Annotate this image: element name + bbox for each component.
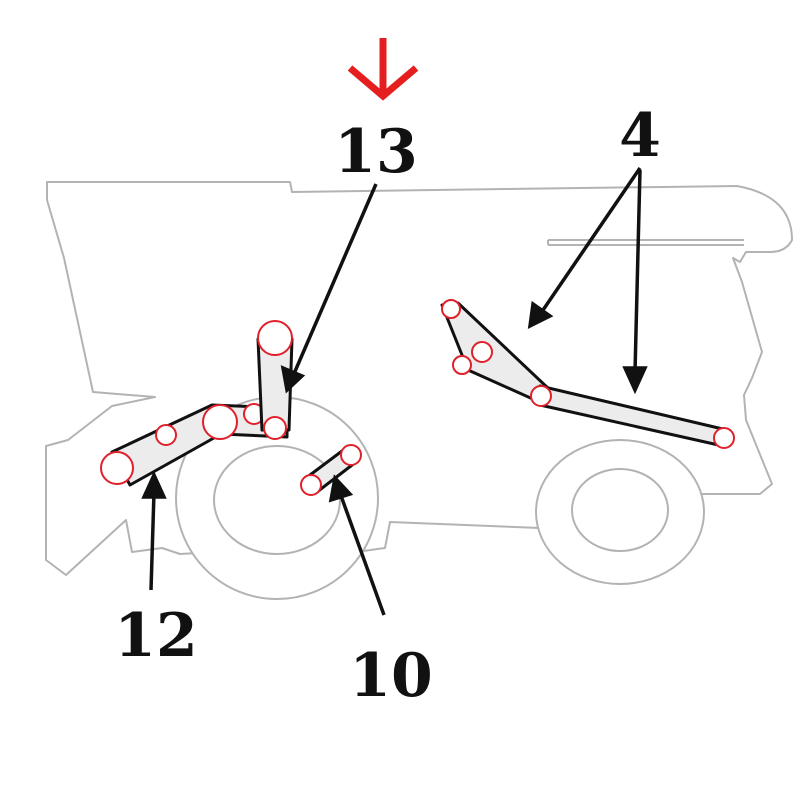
pulley (155, 424, 177, 446)
belt-12 (110, 403, 289, 487)
pulley (452, 355, 472, 375)
leader-line-12 (149, 491, 156, 591)
arrowhead-10 (328, 474, 354, 503)
pulley (441, 299, 461, 319)
belt-drive-12 (100, 403, 289, 487)
leader-line-4a (539, 167, 642, 314)
pulley (257, 320, 293, 356)
belt-drive-13 (256, 320, 294, 440)
down-arrow-icon (347, 38, 419, 101)
pulley (713, 427, 735, 449)
grain-tank-lid (547, 239, 744, 246)
indicator-head (347, 65, 419, 101)
pulley (202, 404, 238, 440)
belt-drive-4 (440, 299, 735, 449)
belt-drive-10 (300, 444, 362, 496)
callout-label-13: 13 (334, 117, 418, 187)
pulley (300, 474, 322, 496)
front-wheel (175, 396, 379, 600)
arrowhead-4b (622, 366, 648, 395)
callout-label-12: 12 (114, 601, 198, 671)
callout-label-10: 10 (349, 641, 433, 711)
pulley (340, 444, 362, 466)
arrowhead-4a (527, 300, 554, 330)
rear-wheel (535, 439, 705, 585)
pulley (471, 341, 493, 363)
arrowhead-12 (141, 470, 167, 499)
pulley (263, 416, 287, 440)
callout-label-4: 4 (619, 101, 661, 171)
leader-line-4b (633, 169, 642, 373)
front-rim (213, 445, 341, 555)
rear-rim (571, 468, 669, 552)
pulley (530, 385, 552, 407)
leader-arrows (141, 167, 648, 616)
leader-line-13 (291, 183, 378, 377)
arrowhead-13 (280, 365, 306, 394)
pulley (100, 451, 134, 485)
leader-line-10 (338, 492, 386, 616)
